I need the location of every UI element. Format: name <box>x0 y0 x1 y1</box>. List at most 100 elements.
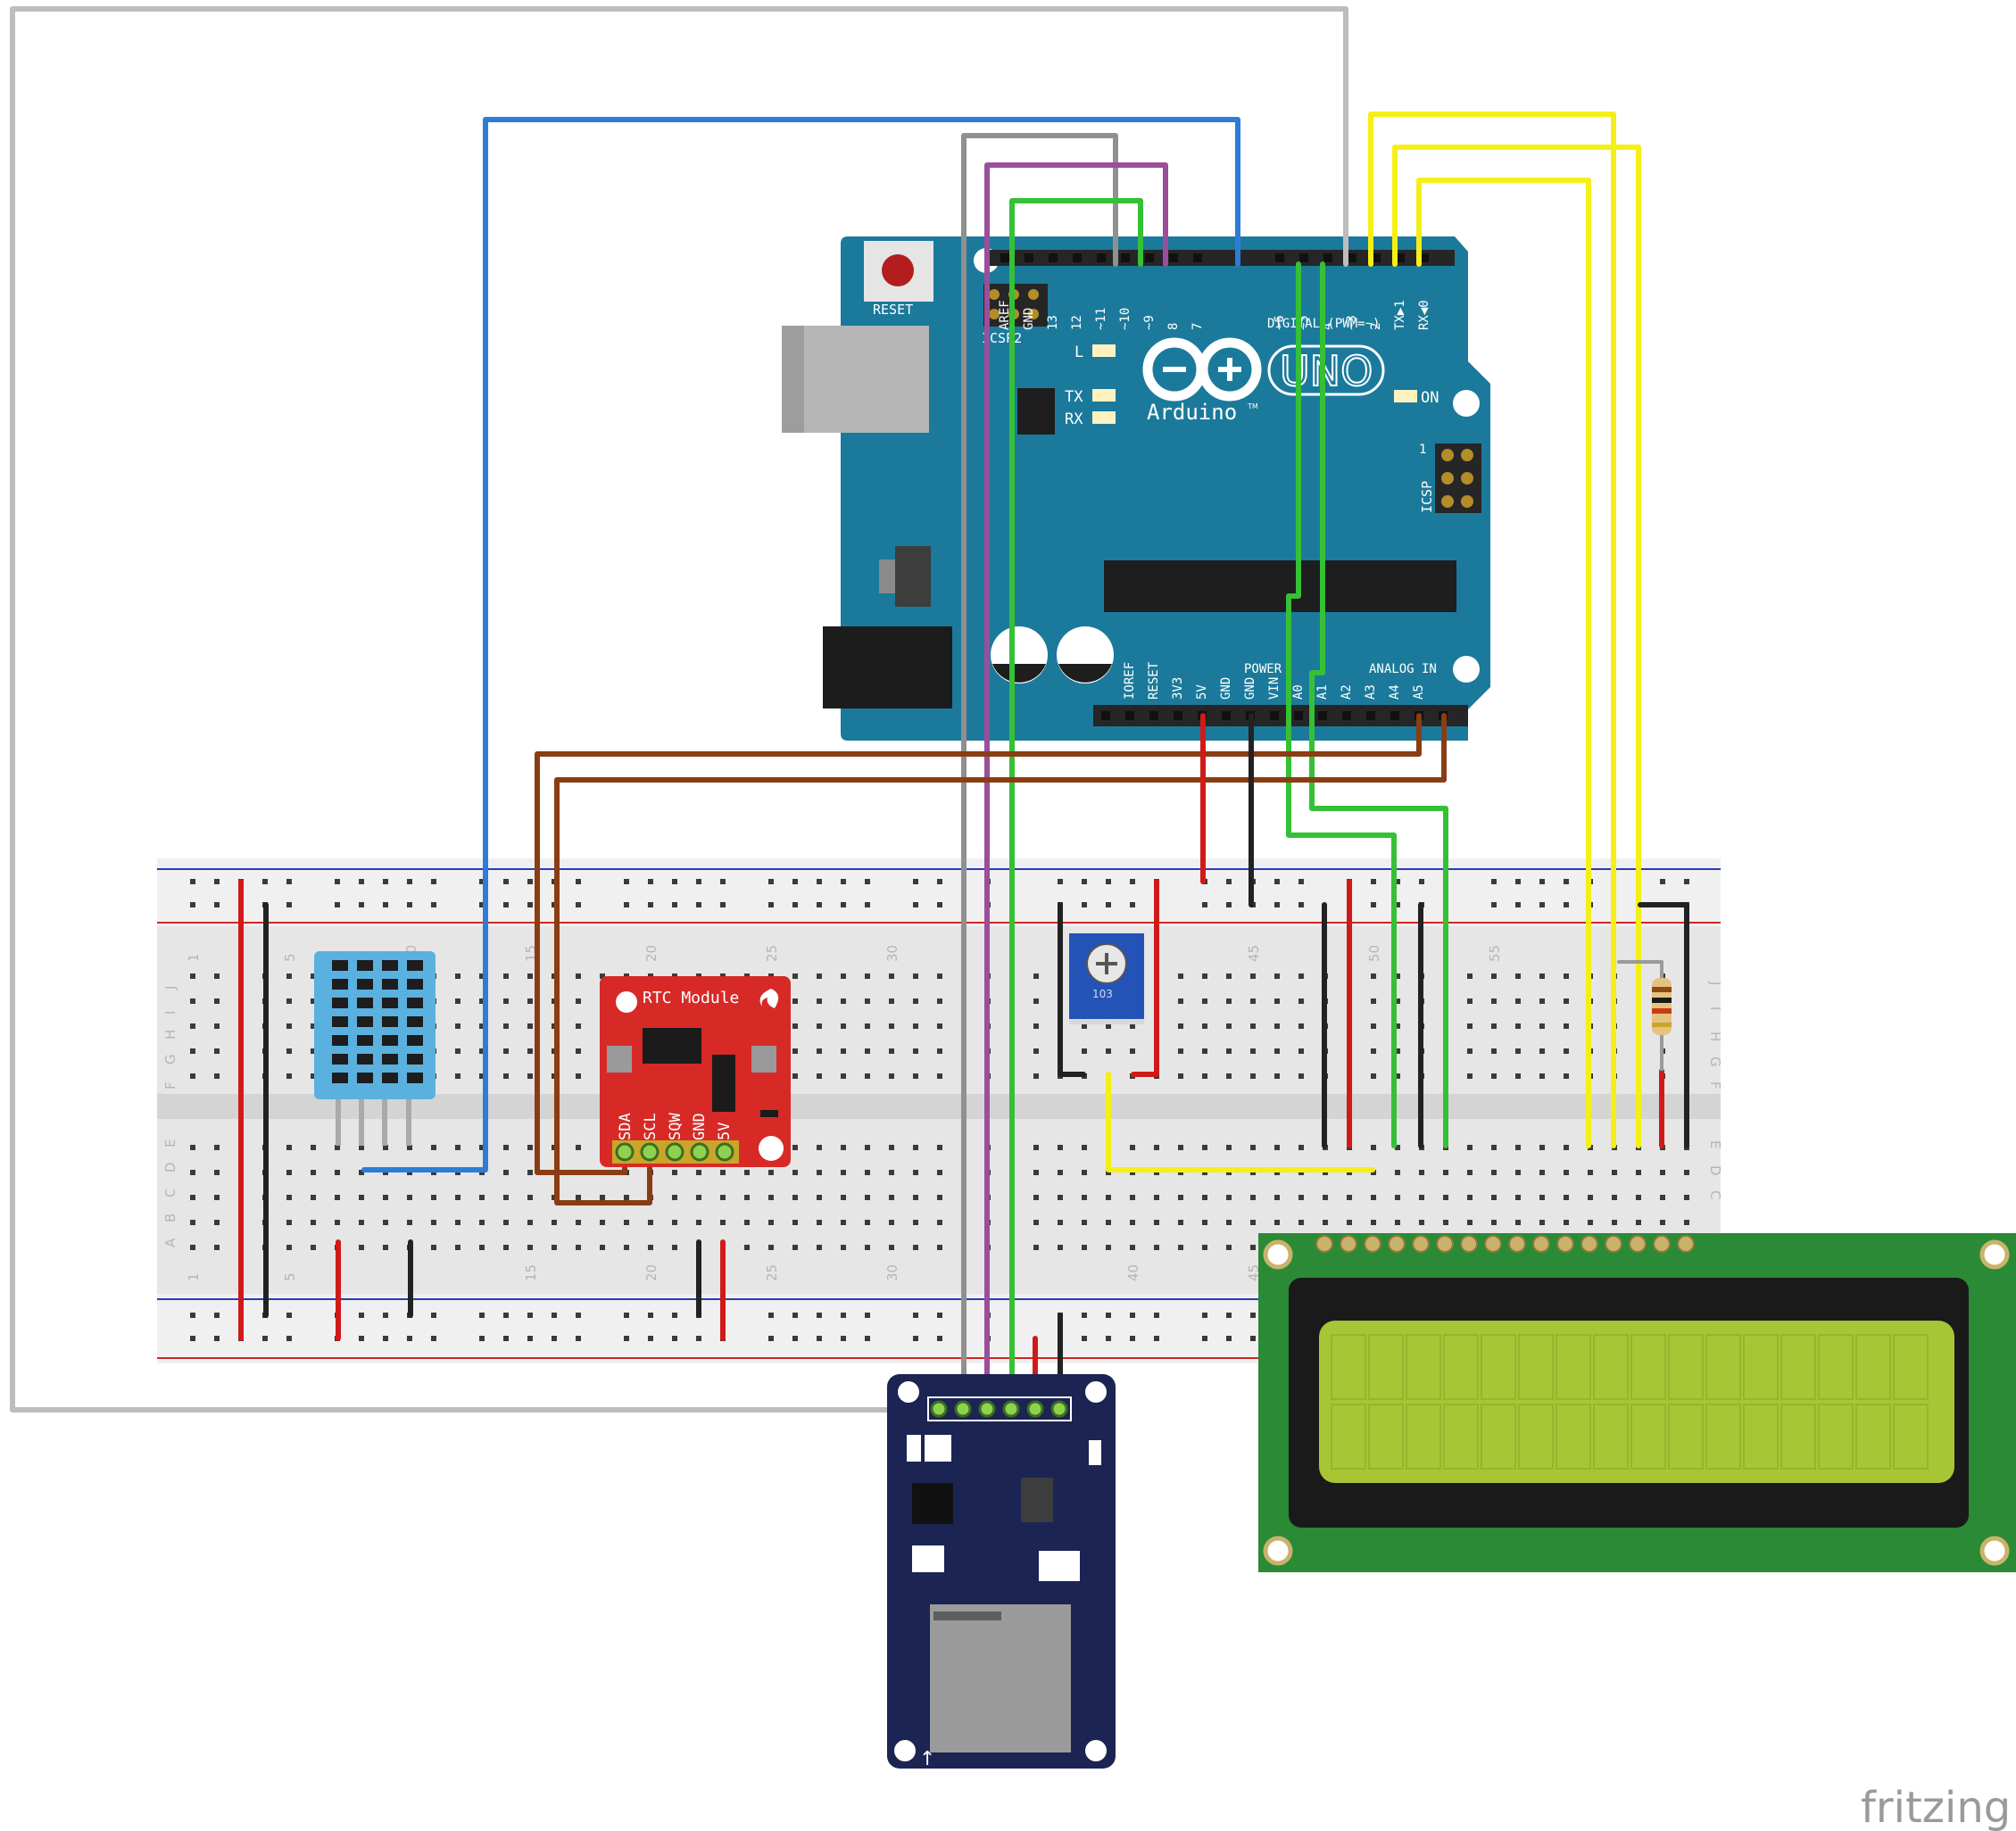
rail-hole[interactable] <box>479 879 485 884</box>
breadboard-hole[interactable] <box>286 1048 292 1054</box>
breadboard-hole[interactable] <box>1274 1023 1280 1029</box>
rail-hole[interactable] <box>1274 879 1280 884</box>
breadboard-hole[interactable] <box>1371 1145 1376 1150</box>
header-pin[interactable] <box>1323 253 1332 262</box>
breadboard-hole[interactable] <box>190 1073 195 1079</box>
rail-hole[interactable] <box>552 1336 557 1341</box>
breadboard-hole[interactable] <box>214 1195 220 1200</box>
breadboard-hole[interactable] <box>889 973 894 979</box>
rtc-pin[interactable] <box>690 1142 709 1162</box>
breadboard-hole[interactable] <box>503 1023 509 1029</box>
breadboard-hole[interactable] <box>576 1048 581 1054</box>
breadboard-hole[interactable] <box>913 1023 918 1029</box>
breadboard-hole[interactable] <box>503 1170 509 1175</box>
breadboard-hole[interactable] <box>311 973 316 979</box>
breadboard-hole[interactable] <box>1250 998 1256 1004</box>
breadboard-hole[interactable] <box>1371 1170 1376 1175</box>
header-pin[interactable] <box>1145 253 1154 262</box>
breadboard-hole[interactable] <box>335 1170 340 1175</box>
breadboard-hole[interactable] <box>1033 1170 1039 1175</box>
breadboard-hole[interactable] <box>1660 1170 1665 1175</box>
breadboard-hole[interactable] <box>576 1195 581 1200</box>
breadboard-hole[interactable] <box>672 1245 677 1250</box>
breadboard-hole[interactable] <box>937 1170 942 1175</box>
breadboard-hole[interactable] <box>576 1145 581 1150</box>
rail-hole[interactable] <box>937 879 942 884</box>
rail-hole[interactable] <box>624 1336 629 1341</box>
breadboard-hole[interactable] <box>1491 1023 1497 1029</box>
breadboard-hole[interactable] <box>1202 1245 1207 1250</box>
rail-hole[interactable] <box>1491 879 1497 884</box>
breadboard-hole[interactable] <box>1082 1145 1087 1150</box>
breadboard-hole[interactable] <box>1298 1195 1304 1200</box>
breadboard-hole[interactable] <box>792 1048 798 1054</box>
breadboard-hole[interactable] <box>744 1245 750 1250</box>
rail-hole[interactable] <box>1202 1313 1207 1318</box>
rail-hole[interactable] <box>768 1336 774 1341</box>
breadboard-hole[interactable] <box>311 1073 316 1079</box>
breadboard-hole[interactable] <box>1443 1195 1448 1200</box>
breadboard-hole[interactable] <box>1226 1195 1232 1200</box>
breadboard-hole[interactable] <box>720 1170 726 1175</box>
breadboard-hole[interactable] <box>311 1195 316 1200</box>
rail-hole[interactable] <box>1130 1313 1135 1318</box>
breadboard-hole[interactable] <box>841 998 846 1004</box>
rail-hole[interactable] <box>913 879 918 884</box>
breadboard-hole[interactable] <box>792 1245 798 1250</box>
breadboard-hole[interactable] <box>1636 1170 1641 1175</box>
breadboard-hole[interactable] <box>576 1245 581 1250</box>
breadboard-hole[interactable] <box>527 1023 533 1029</box>
breadboard-hole[interactable] <box>1226 1145 1232 1150</box>
rail-hole[interactable] <box>1082 879 1087 884</box>
breadboard-hole[interactable] <box>311 1170 316 1175</box>
rtc-pin[interactable] <box>640 1142 660 1162</box>
rail-hole[interactable] <box>1058 879 1063 884</box>
breadboard-hole[interactable] <box>503 1048 509 1054</box>
breadboard-hole[interactable] <box>1539 973 1545 979</box>
breadboard-hole[interactable] <box>672 1170 677 1175</box>
rail-hole[interactable] <box>527 1336 533 1341</box>
rail-hole[interactable] <box>1106 879 1111 884</box>
breadboard-hole[interactable] <box>1491 1220 1497 1225</box>
rail-hole[interactable] <box>1226 1313 1232 1318</box>
lcd-pin[interactable] <box>1388 1235 1406 1253</box>
breadboard-hole[interactable] <box>576 1073 581 1079</box>
breadboard-hole[interactable] <box>889 1145 894 1150</box>
breadboard-hole[interactable] <box>552 1245 557 1250</box>
breadboard-hole[interactable] <box>190 1170 195 1175</box>
breadboard-hole[interactable] <box>479 998 485 1004</box>
rail-hole[interactable] <box>214 902 220 907</box>
breadboard-hole[interactable] <box>286 1145 292 1150</box>
breadboard-hole[interactable] <box>1178 1145 1183 1150</box>
breadboard-hole[interactable] <box>335 1220 340 1225</box>
breadboard-hole[interactable] <box>431 1145 436 1150</box>
sd-pin[interactable] <box>1002 1400 1020 1418</box>
rail-hole[interactable] <box>286 1336 292 1341</box>
rail-hole[interactable] <box>937 1313 942 1318</box>
breadboard-hole[interactable] <box>311 998 316 1004</box>
breadboard-hole[interactable] <box>696 1195 701 1200</box>
sd-pin[interactable] <box>1026 1400 1044 1418</box>
rail-hole[interactable] <box>865 879 870 884</box>
breadboard-hole[interactable] <box>1130 1195 1135 1200</box>
breadboard-hole[interactable] <box>1347 1195 1352 1200</box>
rail-hole[interactable] <box>479 902 485 907</box>
lcd-pin[interactable] <box>1508 1235 1526 1253</box>
rail-hole[interactable] <box>696 879 701 884</box>
breadboard-hole[interactable] <box>792 998 798 1004</box>
breadboard-hole[interactable] <box>286 998 292 1004</box>
breadboard-hole[interactable] <box>1154 1145 1159 1150</box>
rail-hole[interactable] <box>768 902 774 907</box>
lcd-pin[interactable] <box>1340 1235 1357 1253</box>
header-pin[interactable] <box>1174 711 1182 720</box>
breadboard-hole[interactable] <box>286 1170 292 1175</box>
breadboard-hole[interactable] <box>190 1220 195 1225</box>
breadboard-hole[interactable] <box>1274 973 1280 979</box>
rail-hole[interactable] <box>576 1336 581 1341</box>
breadboard-hole[interactable] <box>1298 1220 1304 1225</box>
breadboard-hole[interactable] <box>792 1023 798 1029</box>
breadboard-hole[interactable] <box>1202 1048 1207 1054</box>
breadboard-hole[interactable] <box>1298 1023 1304 1029</box>
breadboard-hole[interactable] <box>479 1145 485 1150</box>
breadboard-hole[interactable] <box>503 1073 509 1079</box>
